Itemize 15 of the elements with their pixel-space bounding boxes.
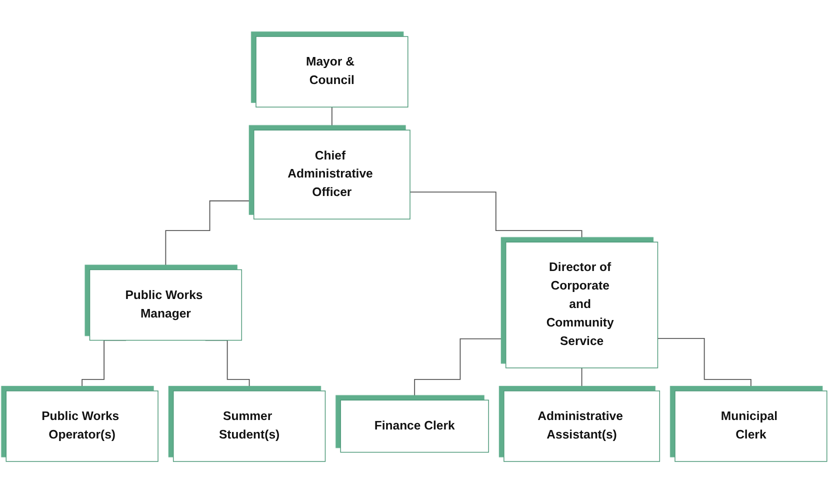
- connector: [581, 367, 582, 392]
- node-box: Public Works Operator(s): [6, 390, 158, 462]
- connector: [410, 192, 582, 243]
- node-box: Administrative Assistant(s): [504, 390, 660, 462]
- connector: [165, 200, 254, 270]
- connector: [657, 338, 752, 392]
- connector: [331, 106, 332, 131]
- node-box: Chief Administrative Officer: [253, 130, 410, 220]
- node-box: Summer Student(s): [172, 390, 326, 462]
- node-box: Mayor & Council: [256, 36, 408, 108]
- node-box: Finance Clerk: [340, 400, 489, 453]
- node-box: Municipal Clerk: [674, 390, 828, 462]
- node-box: Public Works Manager: [89, 269, 242, 341]
- connector: [414, 338, 506, 401]
- node-box: Director of Corporate and Community Service: [505, 242, 658, 368]
